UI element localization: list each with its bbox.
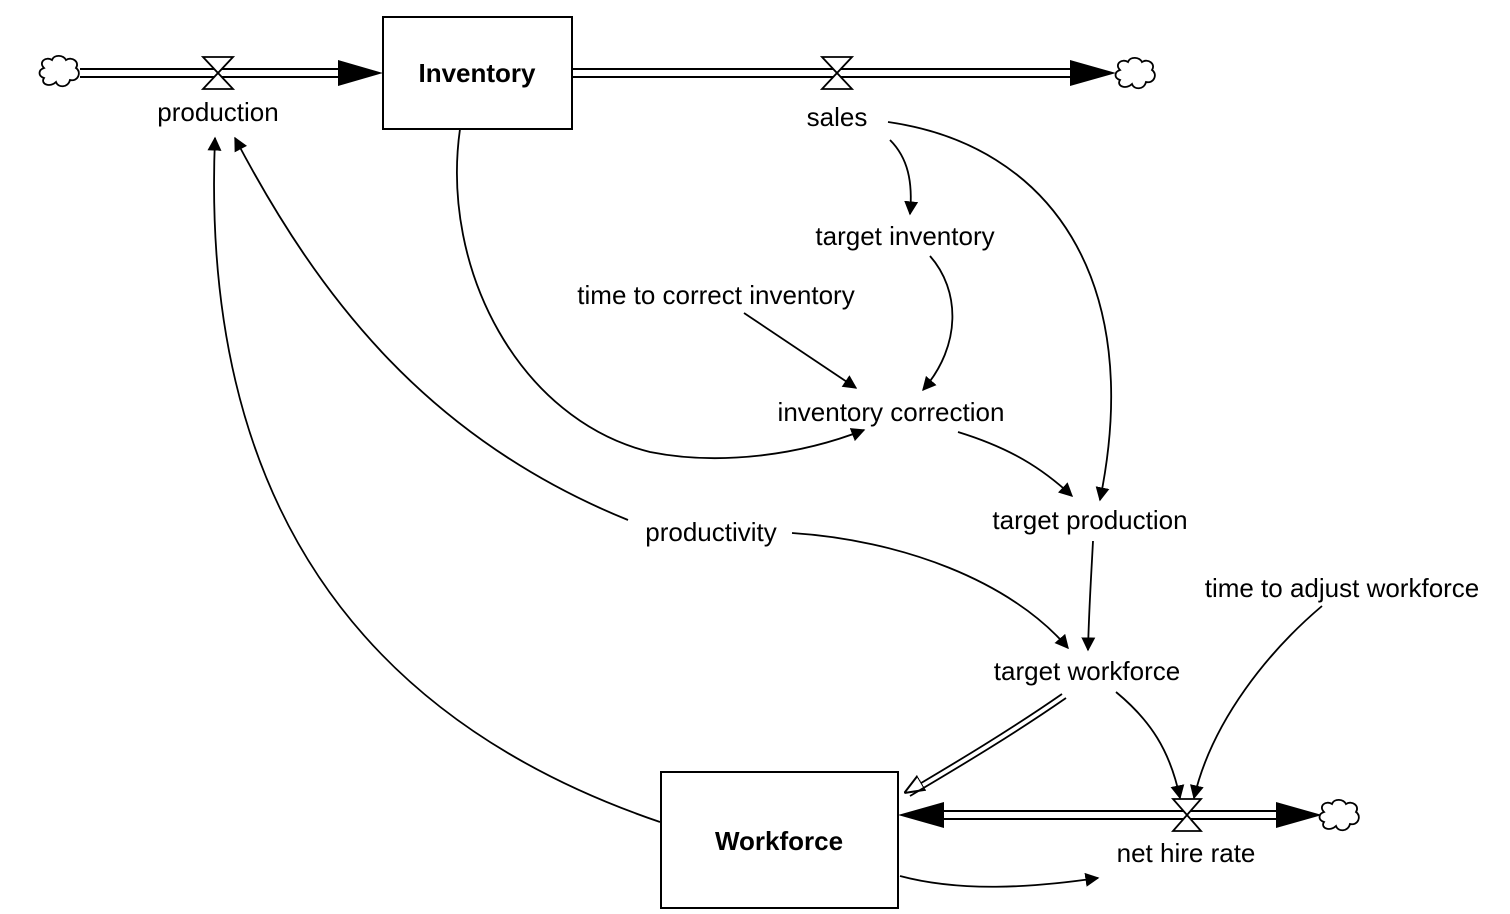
target-inventory-label: target inventory bbox=[815, 221, 994, 251]
net-hire-rate-valve-icon bbox=[1171, 798, 1203, 832]
link-sales-to-target-inventory bbox=[889, 139, 919, 216]
target-workforce-label: target workforce bbox=[994, 656, 1180, 686]
link-time-to-correct-to-inventory-correction bbox=[743, 312, 858, 389]
sales-valve-icon bbox=[819, 56, 855, 90]
inventory-label: Inventory bbox=[418, 58, 536, 88]
productivity-label: productivity bbox=[645, 517, 777, 547]
sink-cloud-net-hire bbox=[1318, 798, 1360, 832]
target-production-label: target production bbox=[992, 505, 1187, 535]
link-productivity-to-production bbox=[234, 136, 629, 521]
source-cloud-production bbox=[38, 54, 80, 88]
inventory-correction-label: inventory correction bbox=[778, 397, 1005, 427]
link-productivity-to-target-workforce bbox=[791, 532, 1069, 650]
time-to-correct-inventory-label: time to correct inventory bbox=[577, 280, 854, 310]
link-target-workforce-to-workforce-initial bbox=[906, 693, 1063, 792]
inventory-stock[interactable]: Inventory bbox=[382, 16, 573, 130]
link-target-production-to-target-workforce bbox=[1081, 540, 1096, 652]
link-target-inventory-to-inventory-correction bbox=[922, 255, 954, 392]
link-inventory-to-inventory-correction bbox=[456, 128, 866, 459]
net-hire-rate-flow-label: net hire rate bbox=[1117, 838, 1256, 868]
link-target-workforce-to-net-hire-rate bbox=[1115, 691, 1185, 800]
sales-flow-label: sales bbox=[807, 102, 868, 132]
link-workforce-to-production bbox=[207, 136, 661, 823]
production-pipe bbox=[80, 60, 383, 86]
link-inventory-correction-to-target-production bbox=[957, 431, 1074, 497]
workforce-label: Workforce bbox=[715, 826, 843, 856]
sales-pipe bbox=[572, 60, 1116, 86]
link-time-to-adjust-to-net-hire-rate bbox=[1190, 605, 1323, 800]
production-flow-label: production bbox=[157, 97, 278, 127]
link-workforce-to-net-hire-rate bbox=[899, 872, 1100, 888]
workforce-stock[interactable]: Workforce bbox=[660, 771, 899, 909]
time-to-adjust-workforce-label: time to adjust workforce bbox=[1205, 573, 1480, 603]
sink-cloud-sales bbox=[1114, 56, 1156, 90]
link-target-workforce-to-workforce-initial-shadow bbox=[909, 697, 1067, 797]
production-valve-icon bbox=[200, 56, 236, 90]
link-sales-to-target-production bbox=[887, 121, 1113, 502]
net-hire-rate-pipe bbox=[898, 802, 1322, 828]
